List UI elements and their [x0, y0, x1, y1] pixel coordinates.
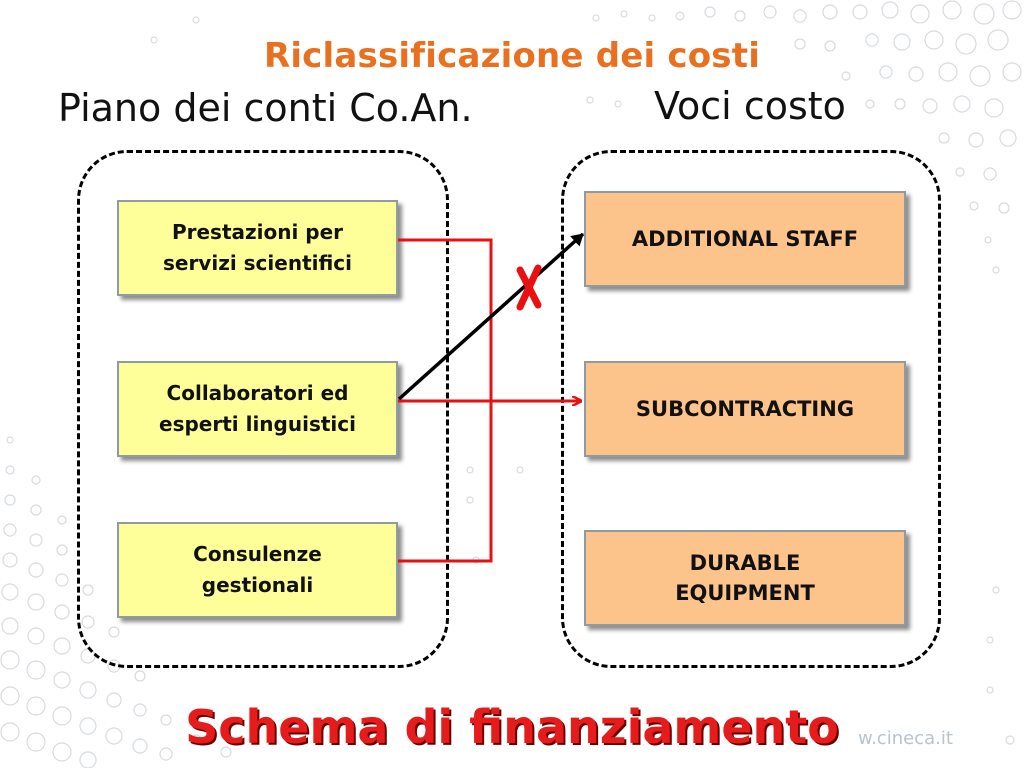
slide-title: Riclassificazione dei costi — [263, 36, 761, 76]
footer-title: Schema di finanziamento — [185, 700, 839, 754]
connector-prestazioni-to-bus — [398, 238, 493, 401]
right-column-heading: Voci costo — [654, 84, 846, 128]
box-subcontracting: SUBCONTRACTING — [584, 361, 906, 457]
bg-dots-bottom-left — [0, 436, 1015, 768]
box-additional-staff: ADDITIONAL STAFF — [584, 191, 906, 287]
box-label: Collaboratori ed esperti linguistici — [159, 381, 356, 436]
box-label: ADDITIONAL STAFF — [631, 227, 859, 251]
left-column-heading: Piano dei conti Co.An. — [58, 86, 473, 130]
box-label: DURABLE EQUIPMENT — [675, 551, 815, 605]
box-prestazioni-servizi-scientifici: Prestazioni per servizi scientifici — [117, 200, 398, 296]
right-group-dashed-container — [561, 150, 941, 668]
box-collaboratori-esperti-linguistici: Collaboratori ed esperti linguistici — [117, 361, 398, 457]
box-consulenze-gestionali: Consulenze gestionali — [117, 522, 398, 618]
connector-collaboratori-to-additional-staff — [397, 232, 585, 401]
box-label: Prestazioni per servizi scientifici — [162, 220, 353, 275]
bg-dots-top-right — [150, 0, 1022, 274]
box-durable-equipment: DURABLE EQUIPMENT — [584, 530, 906, 626]
cross-mark-icon — [516, 264, 542, 311]
connector-consulenze-to-bus — [398, 401, 493, 563]
box-label: Consulenze gestionali — [193, 542, 322, 597]
website-watermark: w.cineca.it — [858, 728, 953, 749]
left-group-dashed-container — [77, 150, 449, 668]
box-label: SUBCONTRACTING — [635, 397, 855, 421]
